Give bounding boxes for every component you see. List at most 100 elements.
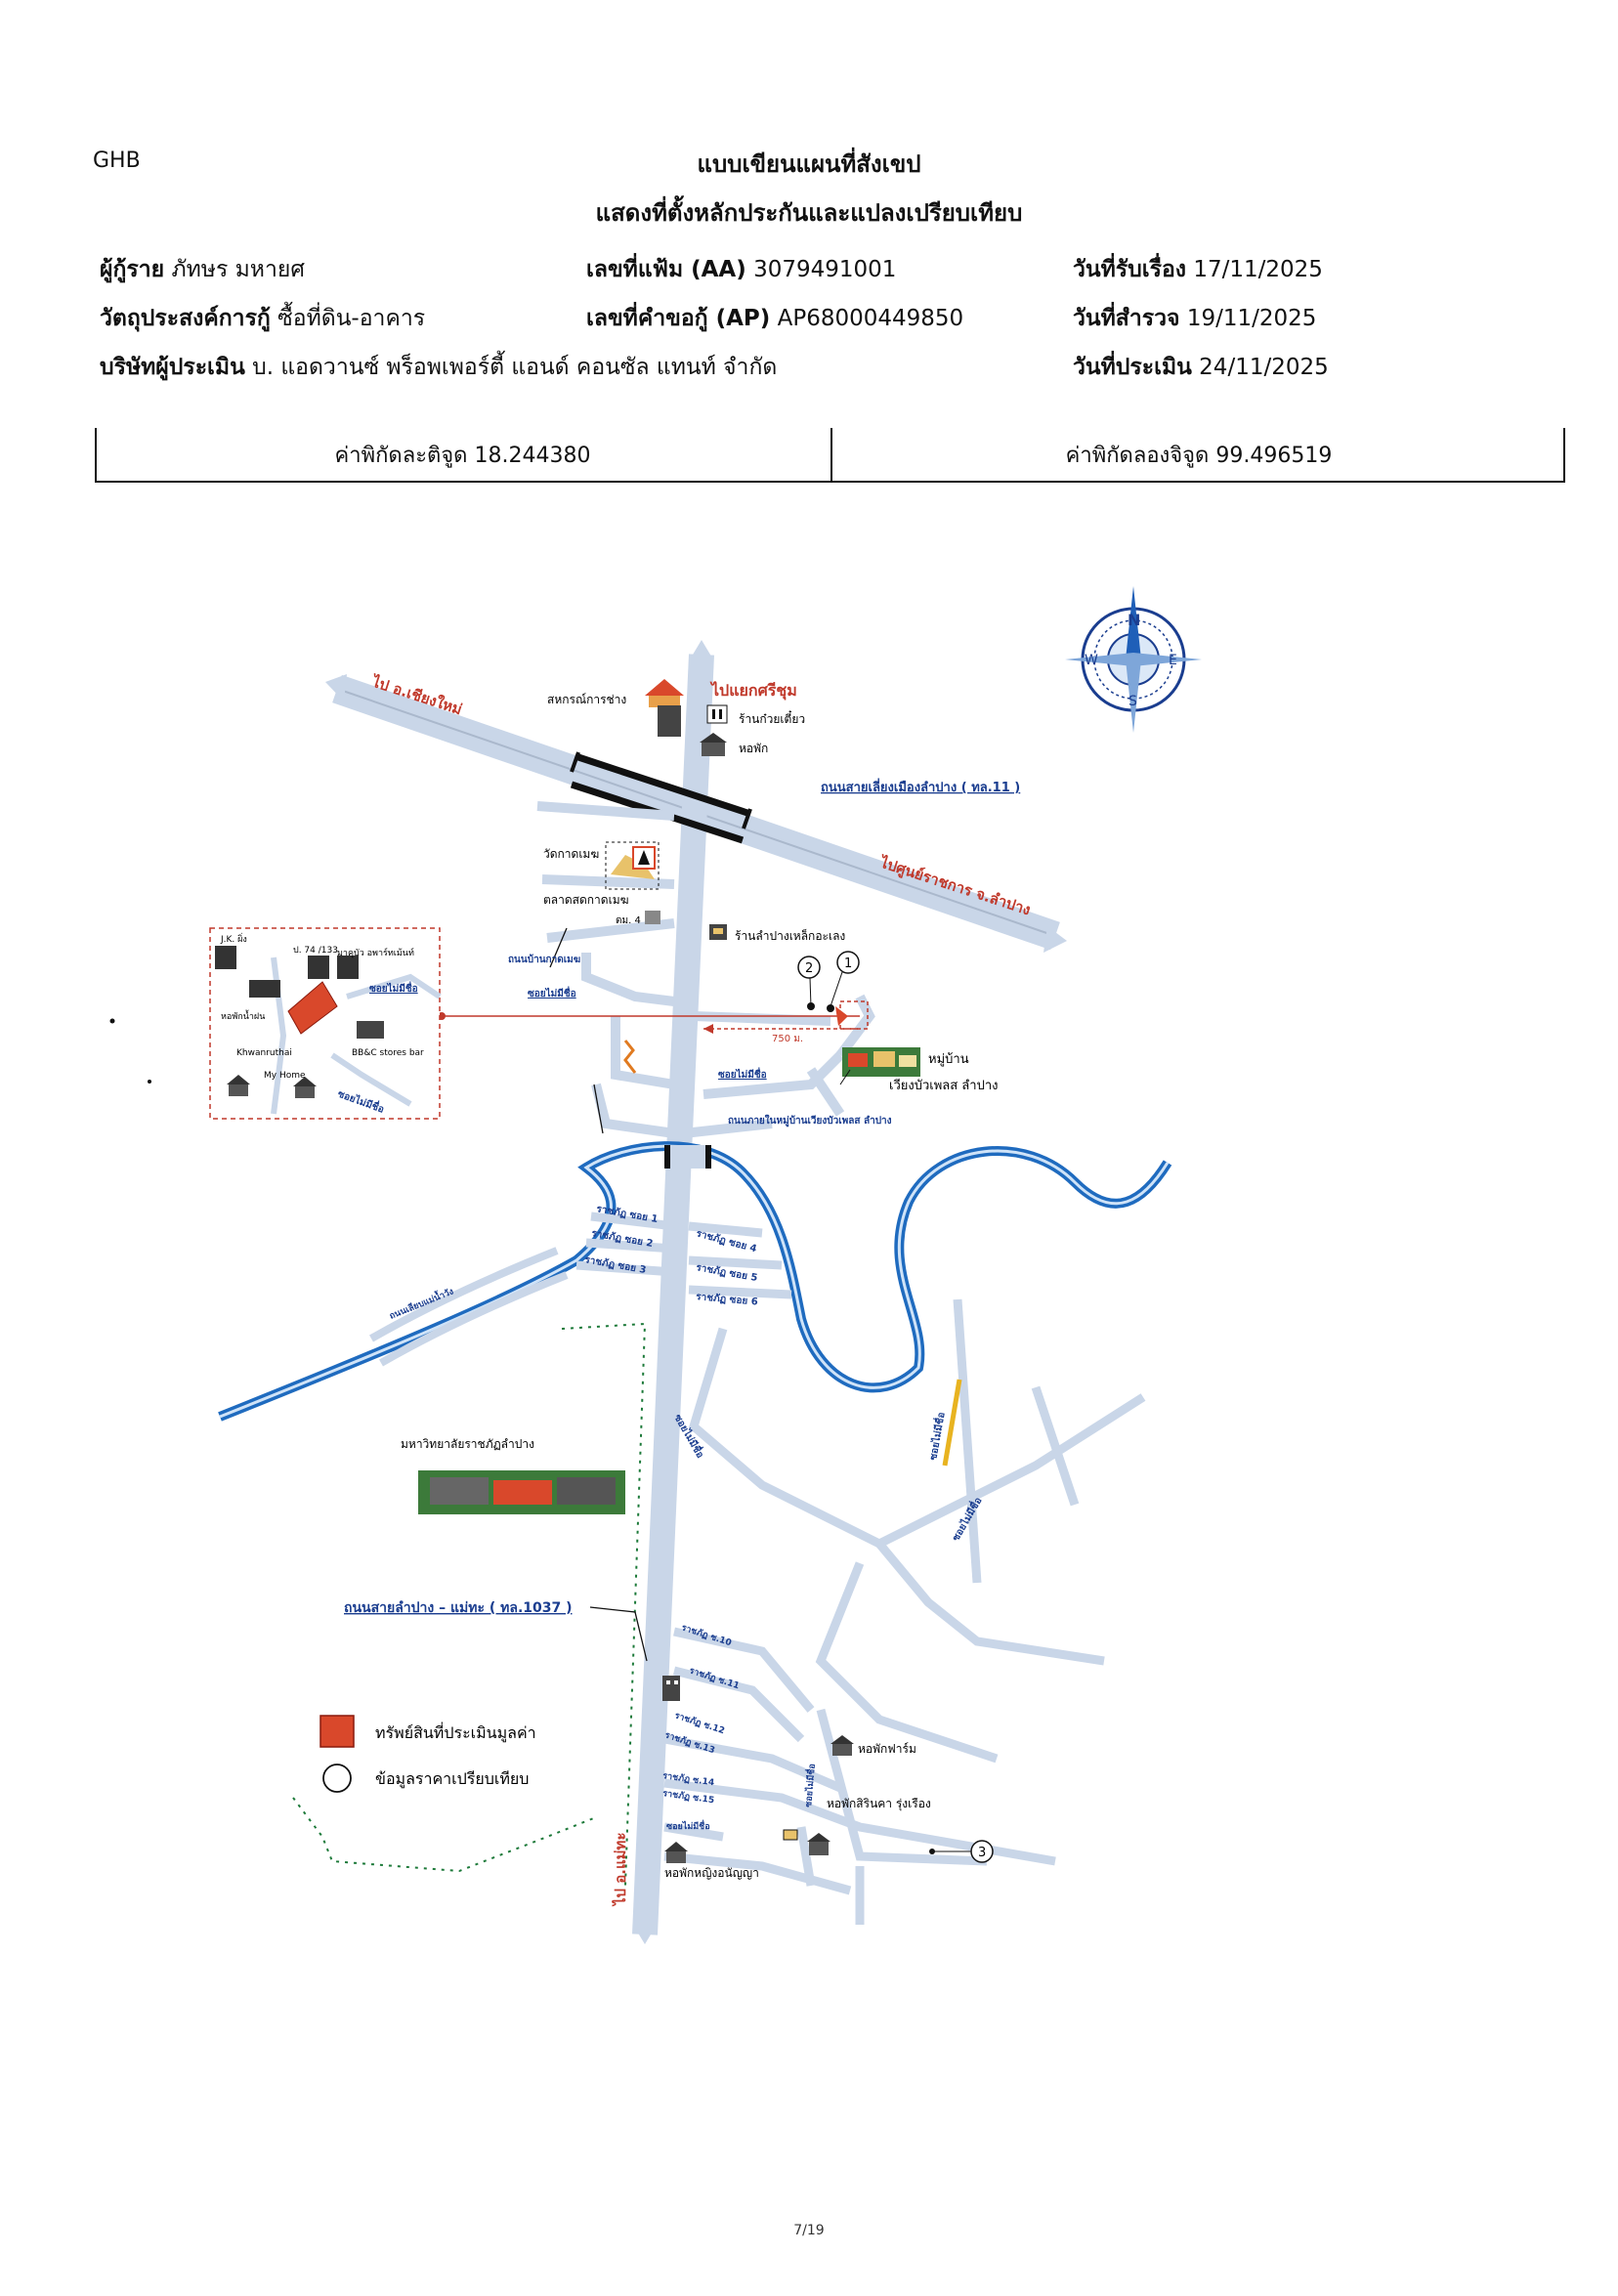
river — [218, 1141, 1172, 1422]
label-market: ตลาดสดกาดเมฆ — [543, 893, 629, 907]
purpose-value: ซื้อที่ดิน-อาคาร — [277, 306, 426, 331]
label-to-mae-tha: ไป อ.แม่ทะ — [611, 1833, 629, 1908]
coop-building-icon — [645, 679, 684, 737]
request-no-label: เลขที่คำขอกู้ (AP) — [586, 306, 771, 331]
label-wat: วัดกาดเมฆ — [543, 847, 599, 861]
request-no-value: AP68000449850 — [777, 306, 964, 331]
local-roads-south — [575, 1212, 1146, 1925]
label-bypass-road: ถนนสายเลี่ยงเมืองลำปาง ( ทล.11 ) — [821, 778, 1020, 795]
appraiser-row: บริษัทผู้ประเมิน บ. แอดวานซ์ พร็อพเพอร์ต… — [100, 350, 777, 385]
receive-date-row: วันที่รับเรื่อง 17/11/2025 — [1073, 252, 1323, 287]
wat-icon — [605, 841, 660, 890]
svg-text:2: 2 — [805, 961, 813, 976]
compass-w: W — [1085, 653, 1098, 668]
purpose-label: วัตถุประสงค์การกู้ — [100, 306, 271, 331]
compass-n: N — [1128, 611, 1140, 629]
request-no-row: เลขที่คำขอกู้ (AP) AP68000449850 — [586, 301, 963, 336]
label-highway-1037: ถนนสายลำปาง – แม่ทะ ( ทล.1037 ) — [344, 1600, 573, 1616]
label-no-name-soi-4: ซอยไม่มีชื่อ — [925, 1411, 947, 1461]
label-dorm-sirin: หอพักสิรินคา รุ่งเรือง — [827, 1797, 931, 1811]
longitude-label: ค่าพิกัดลองจิจูด — [1065, 444, 1210, 468]
survey-date-label: วันที่สำรวจ — [1073, 306, 1180, 331]
inset-label-apt: ป. 74 /133 — [293, 946, 338, 956]
legend-subject-swatch — [319, 1715, 355, 1748]
appraisal-date-row: วันที่ประเมิน 24/11/2025 — [1073, 350, 1329, 385]
label-soi-6: ราชภัฏ ซอย 6 — [696, 1291, 758, 1308]
label-coop: สหกรณ์การช่าง — [547, 693, 626, 706]
label-noodle-shop: ร้านก๋วยเตี๋ยว — [739, 709, 805, 726]
noodle-shop-icon — [706, 704, 728, 724]
latitude-label: ค่าพิกัดละติจูด — [334, 444, 468, 468]
school-icon — [645, 911, 660, 924]
label-dorm: หอพัก — [739, 742, 768, 755]
svg-text:1: 1 — [844, 957, 852, 971]
latitude-value: 18.244380 — [474, 444, 591, 468]
purpose-row: วัตถุประสงค์การกู้ ซื้อที่ดิน-อาคาร — [100, 301, 425, 336]
local-roads-north — [536, 801, 875, 1138]
village-icon — [839, 1047, 920, 1085]
file-no-row: เลขที่แฟ้ม (AA) 3079491001 — [586, 252, 896, 287]
soi-yellow — [942, 1379, 962, 1467]
svg-text:3: 3 — [978, 1846, 986, 1860]
dorm-women-icon — [664, 1842, 688, 1863]
latitude: ค่าพิกัดละติจูด 18.244380 — [95, 438, 830, 472]
compass-e: E — [1169, 653, 1177, 668]
appraisal-date-label: วันที่ประเมิน — [1073, 355, 1192, 380]
receive-date-value: 17/11/2025 — [1193, 257, 1323, 282]
borrower-value: ภัทษร มหายศ — [171, 257, 305, 282]
comparable-marker-3: 3 — [929, 1840, 994, 1863]
label-village: หมู่บ้าน — [928, 1052, 969, 1067]
inset-label-ke: J.K. ผิ่ง — [220, 932, 247, 945]
glass-shop-icon — [709, 924, 727, 940]
inset-map — [209, 927, 442, 1120]
label-no-name-soi-2: ซอยไม่มีชื่อ — [718, 1067, 767, 1081]
title-line-1: แบบเขียนแผนที่สังเขป — [697, 150, 921, 178]
map-legend: ทรัพย์สินที่ประเมินมูลค่า ข้อมูลราคาเปรี… — [319, 1715, 536, 1793]
location-map: N S E W — [109, 586, 1202, 1944]
dorm-sirin-icon — [807, 1833, 830, 1855]
building-icon-south — [662, 1676, 680, 1701]
comparable-marker-1: 1 — [830, 951, 860, 1007]
title-line-2: แสดงที่ตั้งหลักประกันและแปลงเปรียบเทียบ — [595, 199, 1023, 227]
longitude: ค่าพิกัดลองจิจูด 99.496519 — [832, 438, 1565, 472]
dotted-path — [561, 1322, 647, 1887]
comparable-marker-2: 2 — [797, 956, 821, 1007]
appraiser-value: บ. แอดวานซ์ พร็อพเพอร์ตี้ แอนด์ คอนซัล แ… — [252, 355, 778, 380]
label-village-name: เวียงบัวเพลส ลำปาง — [889, 1078, 998, 1093]
inset-label-dorm: หอพักน้ำฝน — [221, 1009, 265, 1022]
org-code: GHB — [93, 149, 141, 173]
legend-subject-label: ทรัพย์สินที่ประเมินมูลค่า — [375, 1722, 536, 1743]
inset-label-bbc: BB&C stores bar — [352, 1048, 424, 1058]
page-number: 7/19 — [793, 2223, 825, 2238]
label-glass-shop: ร้านลำปางเหล็กอะเลง — [735, 928, 845, 943]
borrower-row: ผู้กู้ราย ภัทษร มหายศ — [100, 252, 305, 287]
file-no-label: เลขที่แฟ้ม (AA) — [586, 257, 746, 282]
compass-icon: N S E W — [1065, 586, 1202, 733]
label-soi-3: ราชภัฏ ซอย 3 — [583, 1254, 647, 1276]
legend-comparable-label: ข้อมูลราคาเปรียบเทียบ — [375, 1769, 529, 1789]
coordinate-box: ค่าพิกัดละติจูด 18.244380 ค่าพิกัดลองจิจ… — [95, 428, 1565, 483]
label-soi-12: ราชภัฏ ซ.12 — [673, 1710, 726, 1736]
legend-comparable-circle — [322, 1764, 352, 1793]
dorm-icon — [700, 733, 727, 756]
appraisal-date-value: 24/11/2025 — [1199, 355, 1329, 380]
riverside-road — [369, 1247, 569, 1367]
label-school-4: ตม. 4 — [616, 915, 641, 926]
label-kat-road: ถนนบ้านกาดเมฆ — [508, 954, 580, 965]
university-icon — [418, 1470, 625, 1514]
label-village-road: ถนนภายในหมู่บ้านเวียงบัวเพลส ลำปาง — [728, 1114, 892, 1127]
label-no-name-soi-1: ซอยไม่มีชื่อ — [528, 986, 576, 999]
longitude-value: 99.496519 — [1215, 444, 1333, 468]
label-university: มหาวิทยาลัยราชภัฏลำปาง — [401, 1437, 534, 1451]
inset-label-myhome: My Home — [264, 1071, 306, 1081]
borrower-label: ผู้กู้ราย — [100, 257, 165, 282]
survey-date-row: วันที่สำรวจ 19/11/2025 — [1073, 301, 1316, 336]
dorm-farm-icon — [830, 1735, 854, 1756]
inset-label-soi: ซอยไม่มีชื่อ — [369, 981, 418, 995]
label-dorm-women: หอพักหญิงอนัญญา — [664, 1866, 759, 1880]
receive-date-label: วันที่รับเรื่อง — [1073, 257, 1187, 282]
inset-label-khwan: Khwanruthai — [236, 1048, 292, 1058]
label-distance: 750 ม. — [772, 1034, 803, 1044]
compass-s: S — [1128, 694, 1137, 709]
appraiser-label: บริษัทผู้ประเมิน — [100, 355, 245, 380]
